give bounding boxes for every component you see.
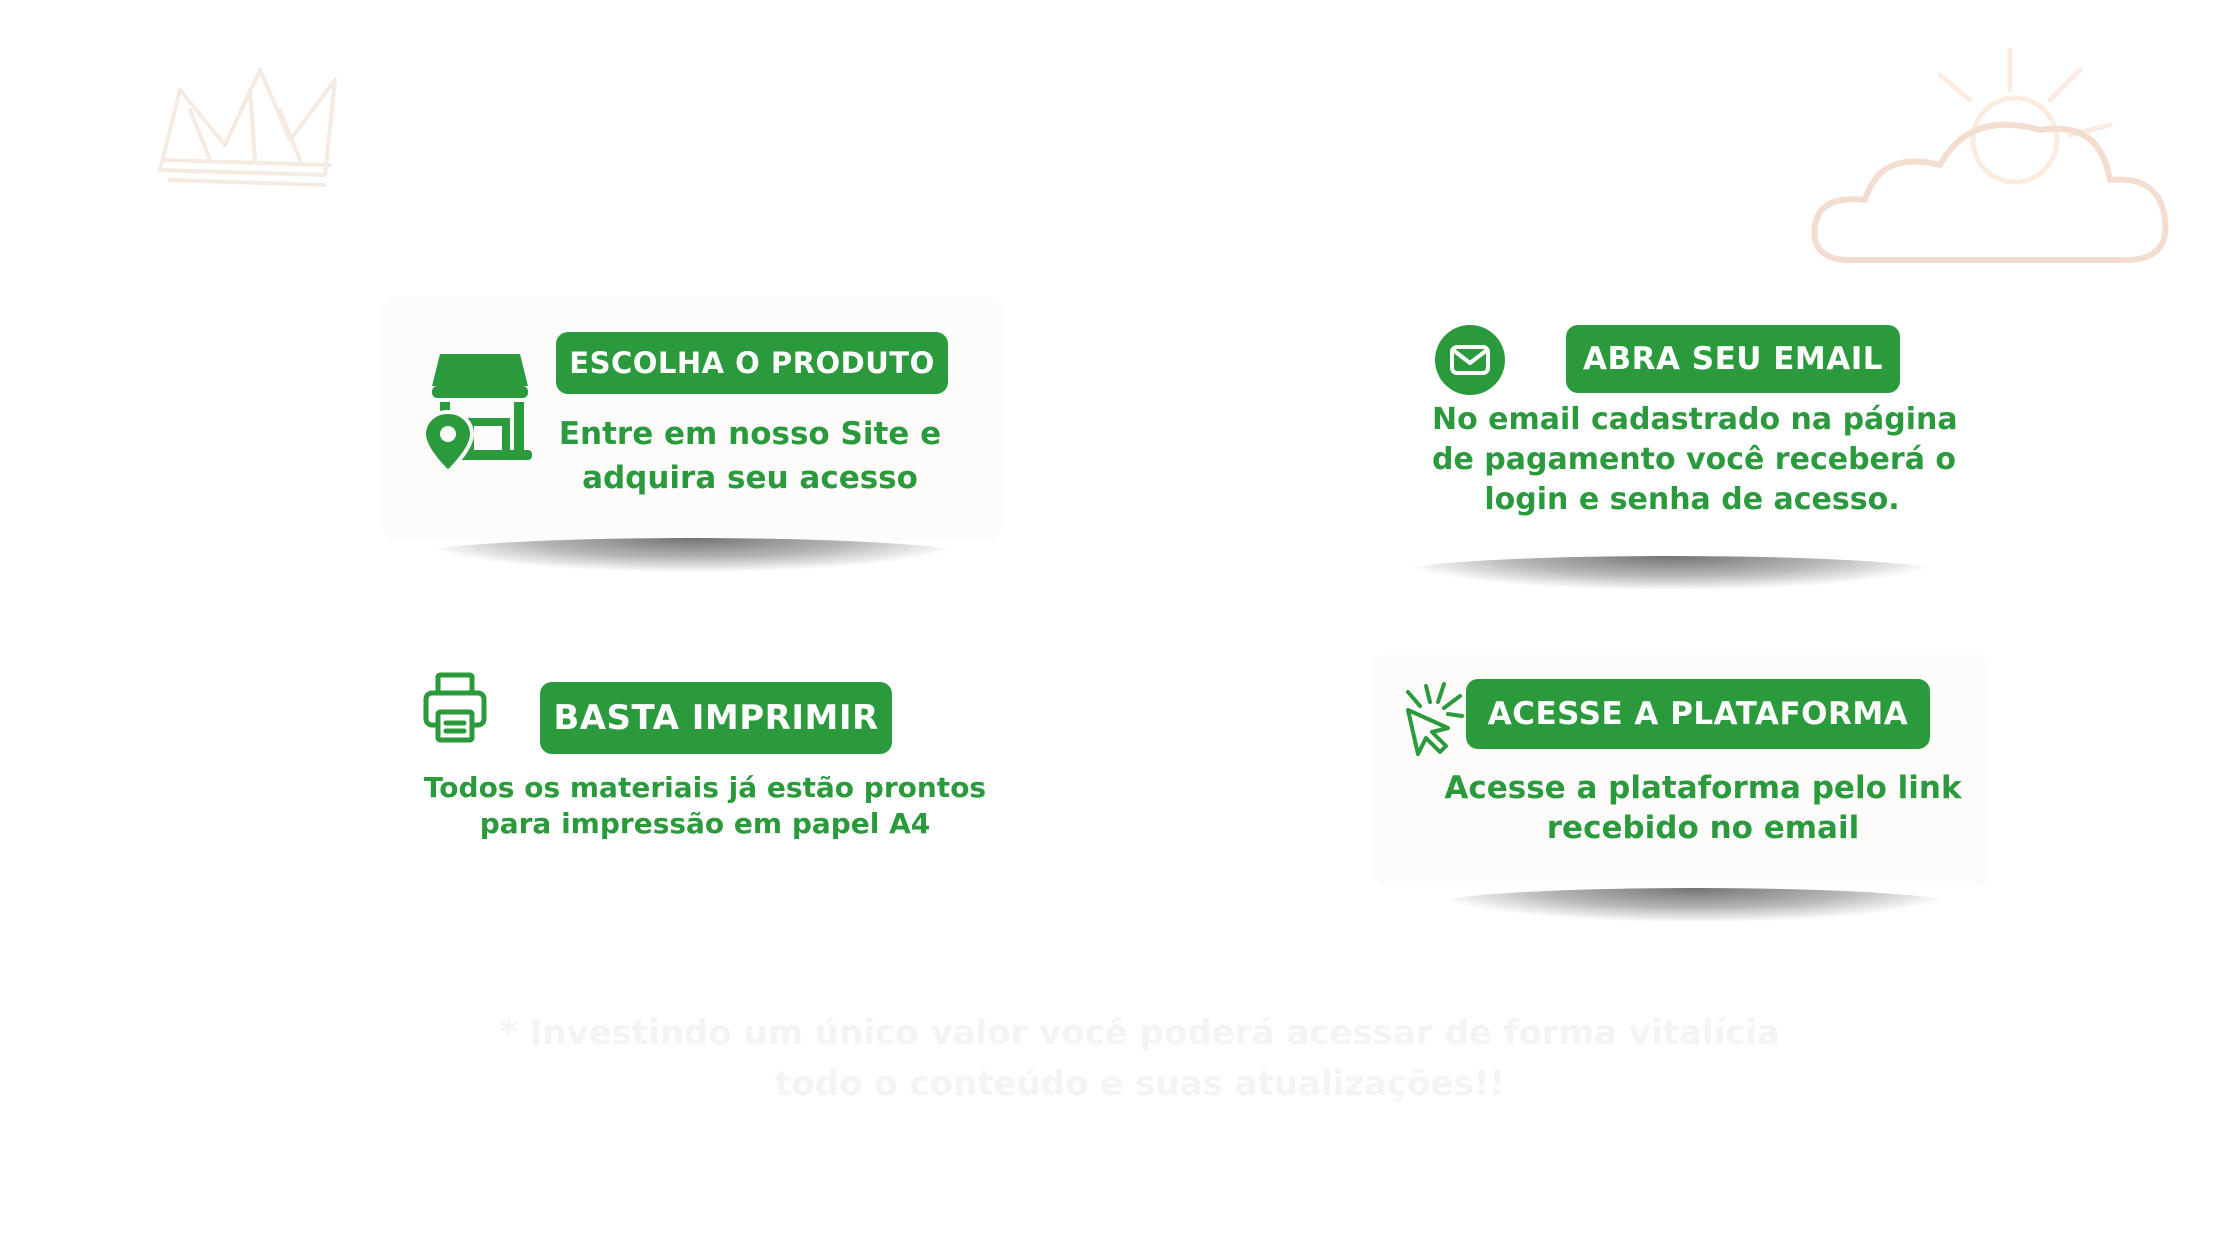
footer-note-line: * Investindo um único valor você poderá …: [499, 1013, 1780, 1053]
card-shadow: [1396, 556, 1944, 590]
step-title-access-platform: ACESSE A PLATAFORMA: [1466, 679, 1930, 749]
mail-icon: [1435, 325, 1505, 395]
store-location-icon: [422, 354, 532, 474]
footer-note: * Investindo um único valor você poderá …: [420, 1008, 1860, 1110]
step-description-access-platform: Acesse a plataforma pelo link recebido n…: [1444, 770, 1962, 847]
crown-decoration: [158, 68, 337, 187]
step-title-print: BASTA IMPRIMIR: [540, 682, 892, 754]
printer-icon: [423, 672, 487, 743]
cursor-click-icon: [1406, 682, 1464, 756]
step-title-open-email: ABRA SEU EMAIL: [1566, 325, 1900, 393]
cloud-sun-decoration: [1811, 47, 2169, 264]
card-shadow: [1432, 888, 1958, 922]
step-description-choose-product: Entre em nosso Site e adquira seu acesso: [558, 416, 942, 497]
step-title-choose-product: ESCOLHA O PRODUTO: [556, 332, 948, 394]
footer-note-line: todo o conteúdo e suas atualizações!!: [775, 1064, 1505, 1104]
step-description-open-email: No email cadastrado na página de pagamen…: [1432, 402, 1958, 518]
step-description-print: Todos os materiais já estão prontos para…: [423, 771, 987, 841]
card-shadow: [418, 538, 966, 572]
